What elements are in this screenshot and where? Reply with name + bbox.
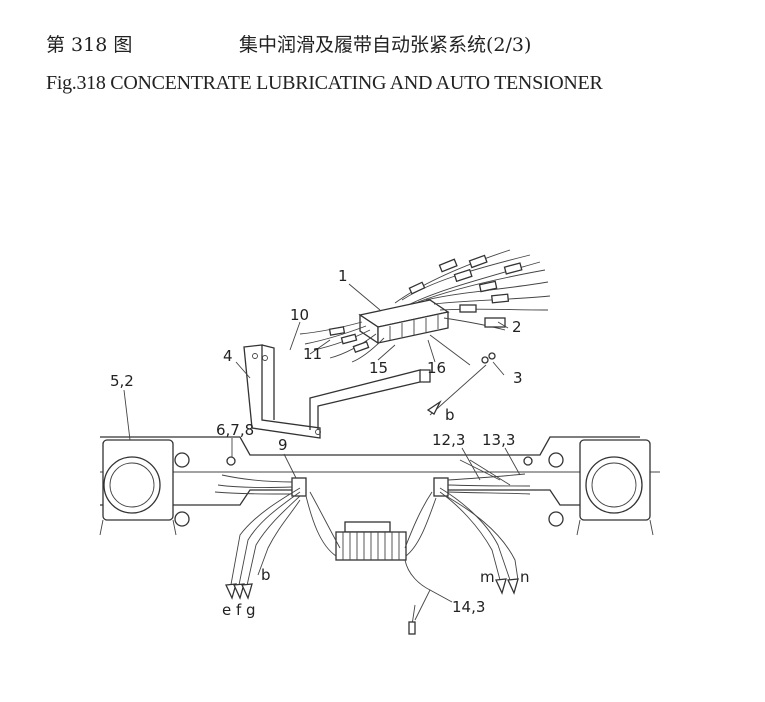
callout-3: 3 xyxy=(513,369,523,387)
callout-14-3: 14,3 xyxy=(452,598,485,616)
lower-feed-hose xyxy=(404,559,431,626)
label-m: m xyxy=(480,568,495,586)
fitting-part-3 xyxy=(426,334,496,416)
label-e-f-g: e f g xyxy=(222,601,256,619)
figure-title-cn: 集中润滑及履带自动张紧系统(2/3) xyxy=(239,34,532,56)
mounting-bracket xyxy=(243,344,431,439)
callout-5-2: 5,2 xyxy=(110,372,134,390)
label-b-upper: b xyxy=(445,406,455,424)
right-hose-bundle xyxy=(404,459,531,581)
callout-10: 10 xyxy=(290,306,309,324)
hose-fittings-left xyxy=(328,326,370,354)
leader-lines xyxy=(123,283,521,603)
axle-clamps xyxy=(226,456,533,497)
axle-frame xyxy=(100,436,660,506)
arrow-tips-lower xyxy=(225,578,519,635)
callout-11: 11 xyxy=(303,345,322,363)
hose-fittings-upper xyxy=(408,254,523,328)
callout-9: 9 xyxy=(278,436,288,454)
right-hub xyxy=(548,439,654,536)
label-n: n xyxy=(520,568,530,586)
callout-12-3: 12,3 xyxy=(432,431,465,449)
callout-15: 15 xyxy=(369,359,388,377)
figure-title-en: Fig.318 CONCENTRATE LUBRICATING AND AUTO… xyxy=(46,72,603,94)
label-b-lower: b xyxy=(261,566,271,584)
left-hose-bundle xyxy=(214,474,341,591)
central-distributor xyxy=(335,521,407,561)
callout-6-7-8: 6,7,8 xyxy=(216,421,254,439)
figure-number-cn: 第 318 图 xyxy=(46,34,133,56)
callout-1: 1 xyxy=(338,267,348,285)
callout-13-3: 13,3 xyxy=(482,431,515,449)
distributor-block xyxy=(358,299,450,345)
callout-2: 2 xyxy=(512,318,522,336)
callout-4: 4 xyxy=(223,347,233,365)
left-hub xyxy=(99,439,190,536)
callout-16: 16 xyxy=(427,359,446,377)
